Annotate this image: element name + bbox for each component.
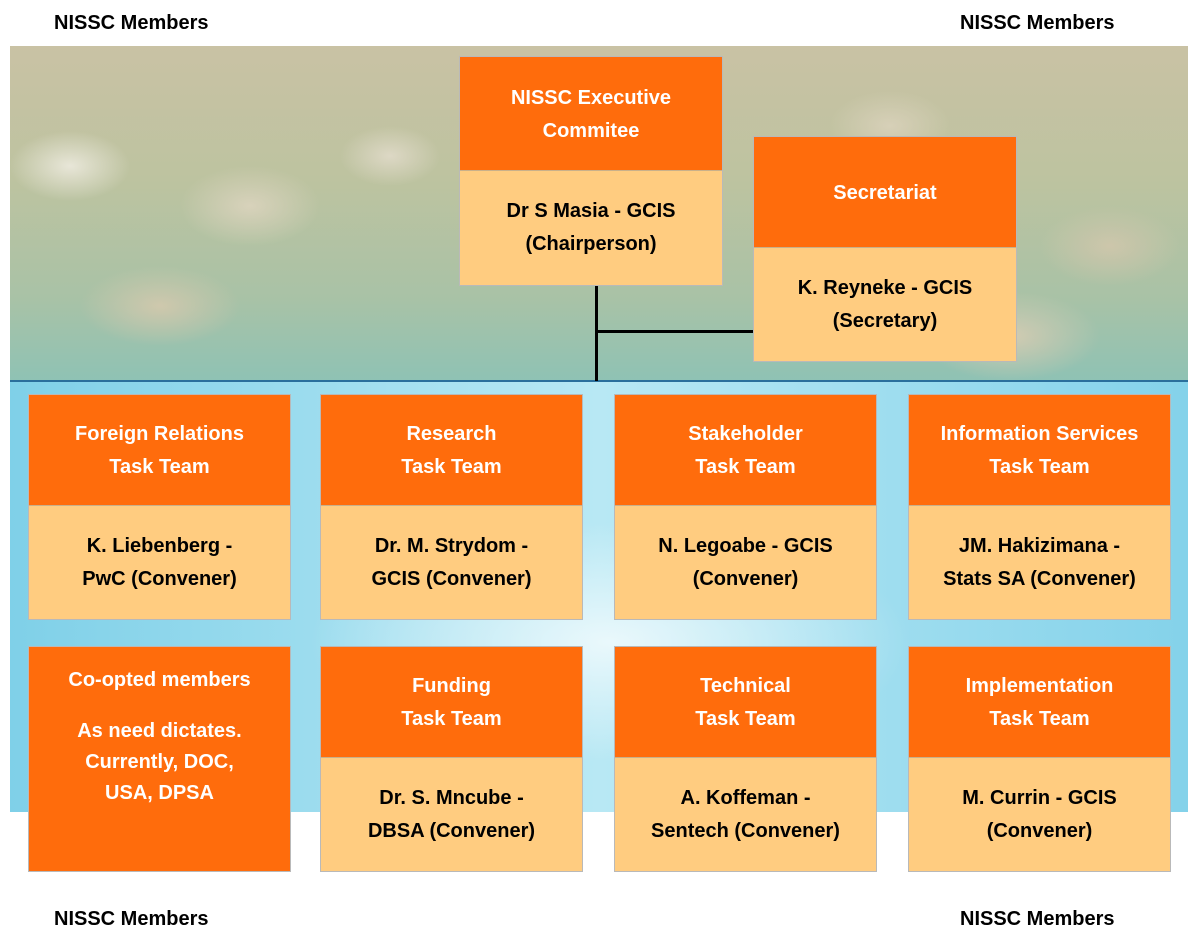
coopted-members-content: Co-opted members As need dictates. Curre… (29, 647, 290, 871)
corner-label-top-right: NISSC Members (960, 12, 1115, 34)
connector-to-secretariat (595, 330, 753, 333)
team-convener: M. Currin - GCIS (Convener) (909, 757, 1170, 871)
executive-committee-person: Dr S Masia - GCIS (Chairperson) (460, 170, 722, 285)
coopted-line-3: USA, DPSA (105, 782, 214, 804)
team-box-stakeholder: Stakeholder Task Team N. Legoabe - GCIS … (614, 394, 877, 620)
team-box-foreign-relations: Foreign Relations Task Team K. Liebenber… (28, 394, 291, 620)
connector-vertical (595, 285, 598, 381)
coopted-title: Co-opted members (68, 669, 251, 691)
team-title: Funding Task Team (321, 647, 582, 759)
team-box-information-services: Information Services Task Team JM. Hakiz… (908, 394, 1171, 620)
team-box-implementation: Implementation Task Team M. Currin - GCI… (908, 646, 1171, 872)
team-convener: Dr. M. Strydom - GCIS (Convener) (321, 505, 582, 619)
secretariat-person: K. Reyneke - GCIS (Secretary) (754, 247, 1016, 361)
team-box-technical: Technical Task Team A. Koffeman - Sentec… (614, 646, 877, 872)
corner-label-top-left: NISSC Members (54, 12, 209, 34)
team-convener: K. Liebenberg - PwC (Convener) (29, 505, 290, 619)
corner-label-bottom-right: NISSC Members (960, 908, 1115, 930)
secretariat-box: Secretariat K. Reyneke - GCIS (Secretary… (753, 136, 1017, 362)
corner-label-bottom-left: NISSC Members (54, 908, 209, 930)
coopted-members-box: Co-opted members As need dictates. Curre… (28, 646, 291, 872)
team-convener: A. Koffeman - Sentech (Convener) (615, 757, 876, 871)
team-title: Research Task Team (321, 395, 582, 507)
coopted-line-2: Currently, DOC, (85, 751, 234, 773)
team-title: Stakeholder Task Team (615, 395, 876, 507)
executive-committee-title: NISSC Executive Commitee (460, 57, 722, 172)
team-box-funding: Funding Task Team Dr. S. Mncube - DBSA (… (320, 646, 583, 872)
team-convener: Dr. S. Mncube - DBSA (Convener) (321, 757, 582, 871)
team-box-research: Research Task Team Dr. M. Strydom - GCIS… (320, 394, 583, 620)
team-title: Foreign Relations Task Team (29, 395, 290, 507)
team-convener: JM. Hakizimana - Stats SA (Convener) (909, 505, 1170, 619)
team-title: Technical Task Team (615, 647, 876, 759)
coopted-line-1: As need dictates. (77, 720, 242, 742)
secretariat-title: Secretariat (754, 137, 1016, 249)
team-title: Information Services Task Team (909, 395, 1170, 507)
team-convener: N. Legoabe - GCIS (Convener) (615, 505, 876, 619)
team-title: Implementation Task Team (909, 647, 1170, 759)
executive-committee-box: NISSC Executive Commitee Dr S Masia - GC… (459, 56, 723, 286)
